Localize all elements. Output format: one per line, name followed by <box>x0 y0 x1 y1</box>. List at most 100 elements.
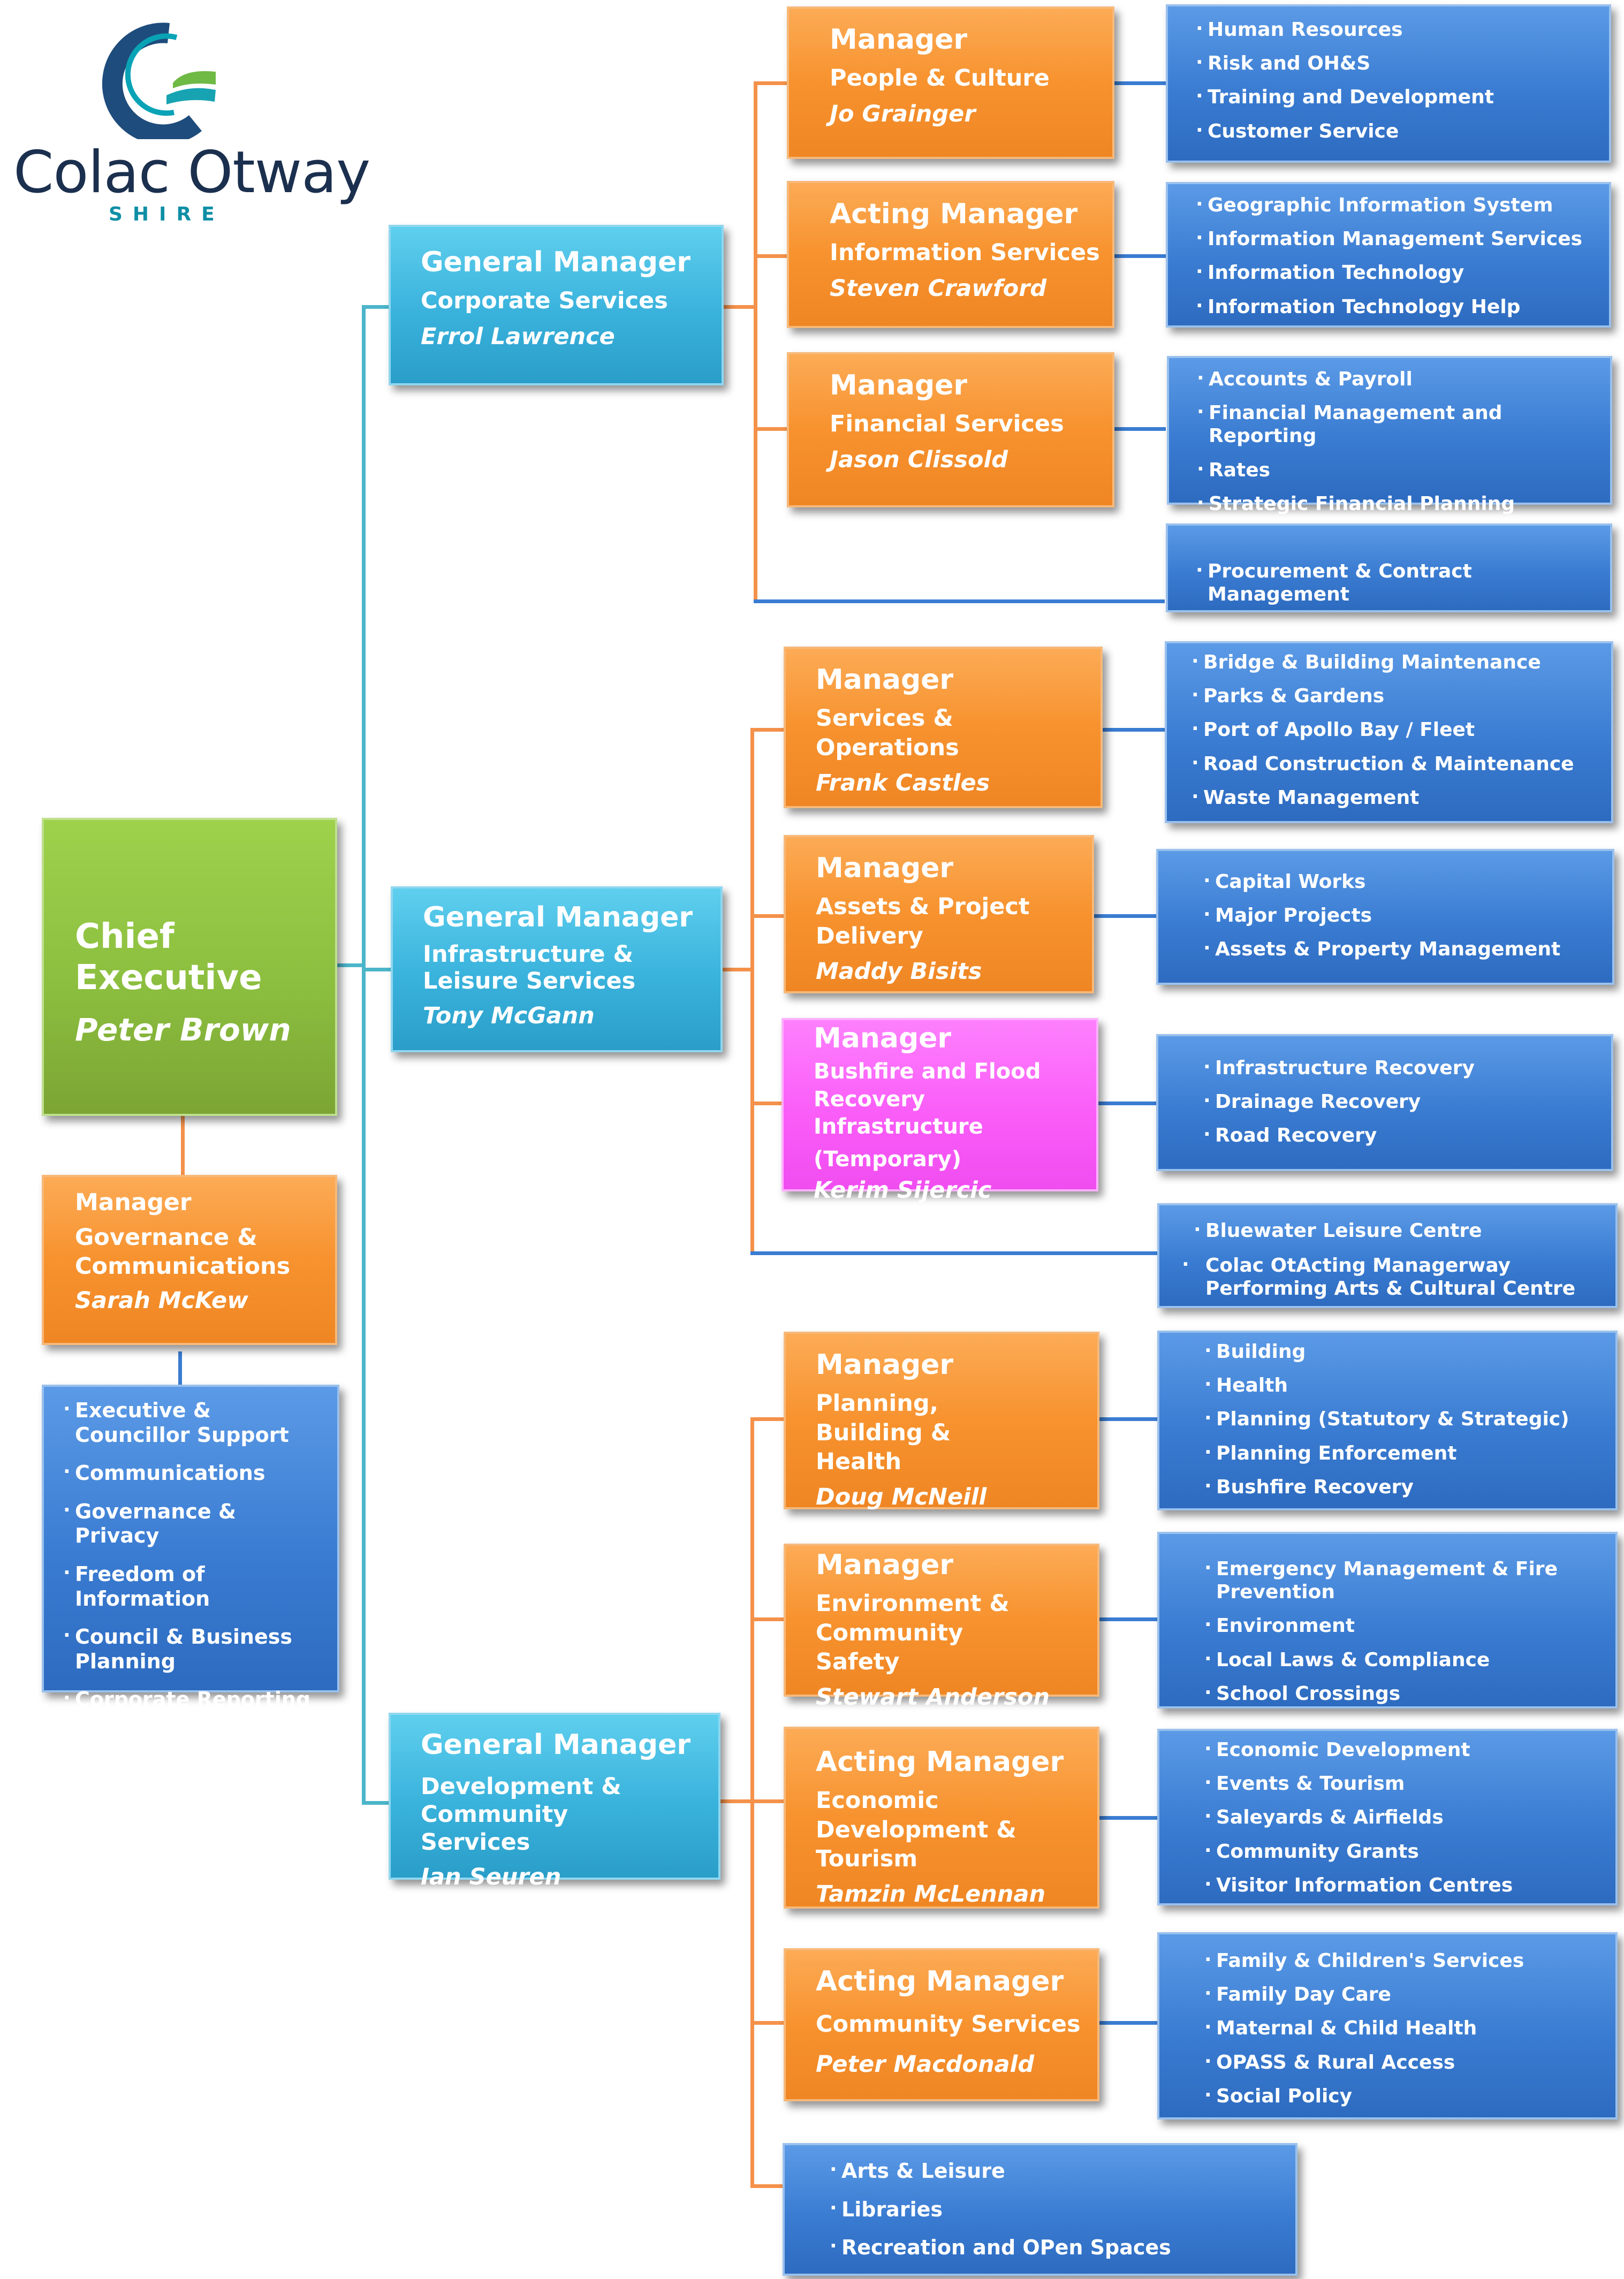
list-item: Procurement & Contract Management <box>1196 559 1605 606</box>
gm-infra-to-branch-line <box>723 968 753 971</box>
assets-manager-box[interactable]: Manager Assets & Project Delivery Maddy … <box>784 835 1094 993</box>
economic-to-list-line <box>1099 1816 1157 1820</box>
financial-list: Accounts & Payroll Financial Management … <box>1169 358 1610 515</box>
governance-title: Manager <box>75 1189 192 1216</box>
branch-to-info-line <box>754 254 788 258</box>
list-item: Information Technology Help <box>1196 294 1604 318</box>
gm-infrastructure-box[interactable]: General Manager Infrastructure & Leisure… <box>391 886 723 1052</box>
community-to-list-line <box>1099 2021 1157 2025</box>
bushfire-temporary: (Temporary) <box>814 1146 961 1172</box>
list-item: Capital Works <box>1203 869 1607 893</box>
list-item: Road Recovery <box>1203 1123 1606 1147</box>
planning-manager-box[interactable]: Manager Planning, Building & Health Doug… <box>784 1332 1099 1510</box>
list-item: Planning Enforcement <box>1204 1441 1610 1465</box>
list-item: Bridge & Building Maintenance <box>1192 650 1606 674</box>
corporate-branch-line <box>754 81 757 603</box>
arts-list-box: Arts & Leisure Libraries Recreation and … <box>783 2143 1297 2276</box>
branch-to-assets-line <box>750 914 785 918</box>
bushfire-title: Manager <box>814 1022 952 1054</box>
list-item: Strategic Financial Planning <box>1197 491 1605 515</box>
community-dept: Community Services <box>816 2011 1081 2038</box>
economic-list: Economic Development Events & Tourism Sa… <box>1159 1731 1615 1897</box>
list-item: Community Grants <box>1204 1839 1610 1863</box>
environment-list: Emergency Management & Fire Prevention E… <box>1159 1534 1615 1705</box>
gm-corporate-name: Errol Lawrence <box>421 323 615 350</box>
branch-to-community-line <box>750 2021 785 2025</box>
gm-development-box[interactable]: General Manager Development & Community … <box>389 1713 720 1890</box>
environment-title: Manager <box>816 1549 954 1581</box>
list-item: Parks & Gardens <box>1192 683 1606 708</box>
gm-corporate-to-branch-line <box>724 305 756 309</box>
services-operations-list: Bridge & Building Maintenance Parks & Ga… <box>1167 643 1611 809</box>
services-to-list-line <box>1103 728 1165 732</box>
logo-name: Colac Otway <box>13 139 370 206</box>
assets-dept: Assets & Project Delivery <box>816 893 1030 949</box>
list-item: Health <box>1204 1373 1610 1397</box>
list-item: Customer Service <box>1196 119 1604 143</box>
branch-to-economic-line <box>750 1799 785 1803</box>
list-item: Arts & Leisure <box>830 2158 1290 2184</box>
community-list-box: Family & Children's Services Family Day … <box>1157 1932 1618 2120</box>
list-item: Bushfire Recovery <box>1204 1475 1610 1499</box>
list-item: Waste Management <box>1192 785 1606 809</box>
planning-dept: Planning, Building & Health <box>816 1390 951 1475</box>
services-operations-manager-box[interactable]: Manager Services & Operations Frank Cast… <box>784 647 1103 808</box>
environment-to-list-line <box>1099 1617 1157 1621</box>
financial-manager-box[interactable]: Manager Financial Services Jason Clissol… <box>787 352 1114 507</box>
procurement-list: Procurement & Contract Management <box>1168 526 1610 606</box>
trunk-to-gm-corporate-line <box>362 305 391 309</box>
governance-name: Sarah McKew <box>75 1287 248 1315</box>
branch-to-financial-line <box>754 427 788 431</box>
gm-development-dept: Development & Community Services <box>421 1773 621 1856</box>
list-item: Maternal & Child Health <box>1204 2016 1610 2040</box>
community-manager-box[interactable]: Acting Manager Community Services Peter … <box>784 1948 1099 2101</box>
list-item: Visitor Information Centres <box>1204 1873 1610 1897</box>
governance-list-box: Executive & Councillor Support Communica… <box>42 1385 339 1711</box>
trunk-to-gm-dev-line <box>362 1801 391 1805</box>
assets-to-list-line <box>1094 914 1157 918</box>
list-item: Recreation and OPen Spaces <box>830 2235 1290 2260</box>
environment-manager-box[interactable]: Manager Environment & Community Safety S… <box>784 1544 1099 1711</box>
gm-development-name: Ian Seuren <box>421 1864 561 1891</box>
financial-name: Jason Clissold <box>830 446 1008 473</box>
info-services-manager-box[interactable]: Acting Manager Information Services Stev… <box>787 181 1114 328</box>
branch-to-environment-line <box>750 1617 785 1621</box>
trunk-to-gm-infra-line <box>362 968 393 971</box>
environment-name: Stewart Anderson <box>816 1683 1050 1711</box>
bushfire-manager-box[interactable]: Manager Bushfire and Flood Recovery Infr… <box>781 1018 1098 1204</box>
assets-list-box: Capital Works Major Projects Assets & Pr… <box>1156 849 1614 985</box>
colac-otway-logo: Colac Otway SHIRE <box>13 16 370 230</box>
gm-dev-to-branch-line <box>720 1799 753 1803</box>
gm-corporate-box[interactable]: General Manager Corporate Services Errol… <box>389 225 724 385</box>
people-culture-list-box: Human Resources Risk and OH&S Training a… <box>1166 4 1611 163</box>
governance-dept: Governance & Communications <box>75 1224 291 1280</box>
logo-sub: SHIRE <box>109 203 225 225</box>
branch-to-procurement-line <box>754 599 1165 603</box>
list-item: Infrastructure Recovery <box>1203 1055 1606 1080</box>
people-to-list-line <box>1114 81 1166 85</box>
branch-to-bushfire-line <box>750 1101 785 1105</box>
environment-list-box: Emergency Management & Fire Prevention E… <box>1157 1532 1618 1708</box>
list-item: Local Laws & Compliance <box>1204 1647 1615 1672</box>
gm-infrastructure-name: Tony McGann <box>423 1002 595 1030</box>
governance-manager-box[interactable]: Manager Governance & Communications Sara… <box>42 1175 337 1345</box>
list-item: Risk and OH&S <box>1196 51 1604 75</box>
people-culture-list: Human Resources Risk and OH&S Training a… <box>1168 6 1609 143</box>
info-services-list-box: Geographic Information System Informatio… <box>1166 182 1611 328</box>
list-item: Port of Apollo Bay / Fleet <box>1192 717 1606 741</box>
list-item: Family Day Care <box>1204 1982 1610 2006</box>
list-item: Rates <box>1197 458 1605 482</box>
list-item: Social Policy <box>1204 2084 1610 2108</box>
community-name: Peter Macdonald <box>816 2050 1035 2078</box>
list-item: Executive & Councillor Support <box>63 1397 327 1447</box>
bushfire-to-list-line <box>1098 1101 1157 1105</box>
list-item: Communications <box>63 1460 327 1486</box>
planning-list-box: Building Health Planning (Statutory & St… <box>1157 1331 1618 1510</box>
economic-title: Acting Manager <box>816 1746 1064 1778</box>
people-culture-manager-box[interactable]: Manager People & Culture Jo Grainger <box>787 6 1114 159</box>
economic-manager-box[interactable]: Acting Manager Economic Development & To… <box>784 1727 1099 1909</box>
branch-to-services-line <box>750 728 785 732</box>
list-item: Freedom of Information <box>63 1561 327 1611</box>
list-item: Bluewater Leisure Centre <box>1194 1218 1605 1242</box>
ceo-box[interactable]: Chief Executive Peter Brown <box>42 818 337 1116</box>
